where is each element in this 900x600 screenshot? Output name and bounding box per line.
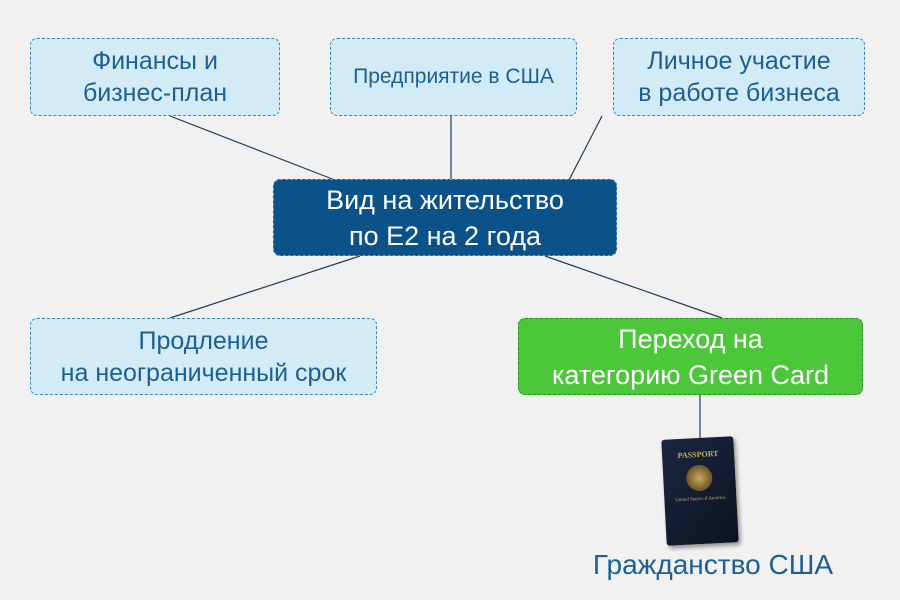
node-enterprise: Предприятие в США xyxy=(330,38,577,116)
line-finance xyxy=(169,115,341,183)
citizenship-label: Гражданство США xyxy=(592,549,834,580)
node-green-card: Переход на категорию Green Card xyxy=(518,318,863,395)
eagle-seal-icon xyxy=(685,464,713,492)
line-participation xyxy=(567,115,603,183)
line-extension xyxy=(169,255,361,319)
line-green-card xyxy=(544,255,723,319)
passport-icon: PASSPORT United States of America xyxy=(661,436,739,546)
passport-title: PASSPORT xyxy=(677,448,719,461)
node-extension: Продление на неограниченный срок xyxy=(30,318,377,395)
node-center-e2-residence: Вид на жительство по Е2 на 2 года xyxy=(273,179,617,256)
node-finance: Финансы и бизнес-план xyxy=(30,38,280,116)
passport-country: United States of America xyxy=(675,495,726,504)
node-participation: Личное участие в работе бизнеса xyxy=(613,38,865,116)
